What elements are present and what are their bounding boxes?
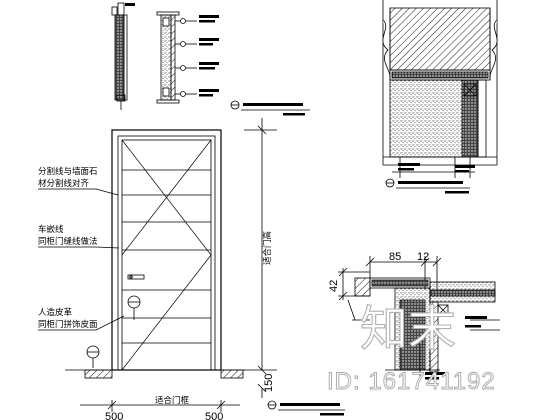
section-title-3 — [267, 400, 345, 416]
door-elevation — [65, 129, 245, 379]
small-section-details — [111, 2, 197, 110]
annotation-groove-2: 同柜门缝线做法 — [38, 236, 98, 247]
wall-stone — [389, 79, 476, 158]
bottom-right-section — [338, 256, 500, 380]
annotation-veneer-2: 同柜门拼饰皮面 — [38, 319, 98, 330]
section-title-1 — [230, 100, 310, 116]
door-annotations: 分割线与墙面石 材分割线对齐 车嵌线 同柜门缝线做法 人造皮革 同柜门拼饰皮面 — [38, 166, 125, 331]
section-strip-1 — [114, 14, 125, 101]
dim-150: 150 — [263, 374, 275, 392]
dim-bottom-left: 500 — [105, 411, 123, 420]
section-markers — [86, 295, 141, 368]
section-strip-2 — [160, 14, 172, 101]
watermark-id: ID: 161741192 — [327, 368, 496, 395]
annotation-split-line-2: 材分割线对齐 — [38, 178, 90, 189]
dim-bottom-right: 500 — [205, 411, 223, 420]
annotation-groove-1: 车嵌线 — [38, 224, 64, 235]
swing-lines — [121, 139, 212, 371]
lintel-hatch — [389, 7, 491, 71]
watermark-logo: 知末 — [360, 301, 456, 357]
groove-lines — [122, 169, 211, 344]
bottom-right-notes — [425, 316, 487, 380]
door-frame-inner — [117, 135, 216, 371]
annotation-split-line-1: 分割线与墙面石 — [38, 166, 98, 177]
dim-42: 42 — [328, 280, 340, 292]
height-dimension — [244, 118, 277, 398]
door-height-label: 适合门高 — [262, 231, 273, 265]
width-dimension — [80, 400, 240, 412]
door-leaf — [121, 139, 212, 371]
dim-85: 85 — [389, 251, 401, 263]
top-right-notes — [398, 163, 475, 173]
door-width-label: 适合门框 — [155, 395, 190, 406]
dim-12: 12 — [417, 251, 429, 263]
section-title-2 — [385, 178, 470, 194]
top-right-section — [382, 0, 498, 178]
watermark: 知末 ID: 161741192 — [327, 300, 496, 395]
small-notes — [125, 3, 219, 97]
door-handle — [127, 274, 145, 280]
annotation-veneer-1: 人造皮革 — [38, 307, 73, 318]
